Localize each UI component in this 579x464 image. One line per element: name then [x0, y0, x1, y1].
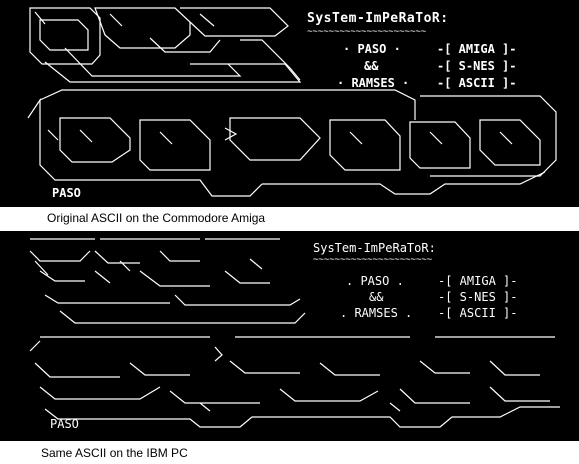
platform-ascii: -[ ASCII ]- [437, 76, 517, 90]
ibm-member-ramses: . RAMSES . [340, 306, 413, 320]
amiga-ascii-logo [27, 7, 557, 197]
platform-amiga: -[ AMIGA ]- [437, 42, 517, 56]
group-title: SysTem-ImPeRaToR: [307, 11, 449, 26]
platform-snes: -[ S-NES ]- [437, 59, 517, 73]
amiga-lower-logo [27, 89, 557, 197]
ibm-upper-logo [29, 238, 306, 324]
ibm-platform-amiga: -[ AMIGA ]- [438, 274, 518, 288]
ibm-lower-logo [29, 336, 560, 428]
ibm-platform-ascii: -[ ASCII ]- [438, 306, 518, 320]
ibm-member-separator: && [369, 290, 384, 304]
ibm-group-title-underline: ~~~~~~~~~~~~~~~~~~~~~~ [313, 255, 433, 265]
amiga-upper-logo [29, 7, 302, 83]
member-separator: && [364, 59, 379, 73]
member-ramses: · RAMSES · [337, 76, 410, 90]
artist-signature: PASO [52, 186, 81, 200]
ibm-platform-snes: -[ S-NES ]- [438, 290, 518, 304]
amiga-caption: Original ASCII on the Commodore Amiga [47, 211, 266, 225]
ibm-member-paso: . PASO . [346, 274, 404, 288]
ibm-caption: Same ASCII on the IBM PC [41, 446, 188, 460]
ibm-art-panel: SysTem-ImPeRaToR: ~~~~~~~~~~~~~~~~~~~~~~… [0, 231, 579, 441]
group-title-underline: ~~~~~~~~~~~~~~~~~~~~~~ [307, 27, 427, 37]
amiga-art-panel: SysTem-ImPeRaToR: ~~~~~~~~~~~~~~~~~~~~~~… [0, 0, 579, 207]
ibm-ascii-logo [29, 238, 560, 428]
ibm-artist-signature: PASO [50, 417, 79, 431]
ibm-group-title: SysTem-ImPeRaToR: [313, 241, 436, 255]
member-paso: · PASO · [343, 42, 401, 56]
